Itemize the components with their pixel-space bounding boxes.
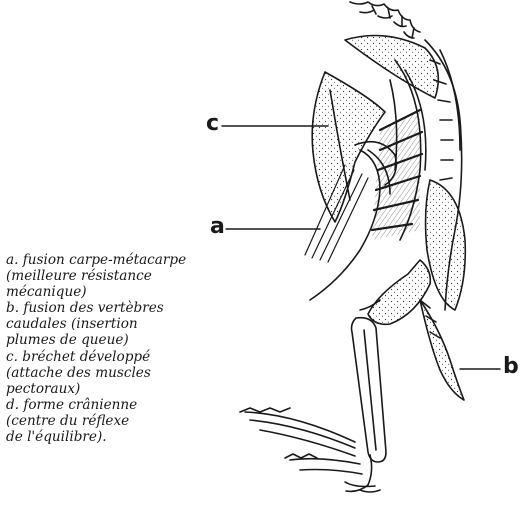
tail-pygostyle xyxy=(420,300,464,400)
legend-line: c. bréchet développé xyxy=(6,349,256,365)
legend-line: b. fusion des vertèbres xyxy=(6,300,256,316)
foot xyxy=(240,408,380,492)
legend-line: (attache des muscles xyxy=(6,365,256,381)
legend-line: de l'équilibre). xyxy=(6,429,256,445)
legend-line: plumes de queue) xyxy=(6,332,256,348)
keel-brechet xyxy=(312,72,385,222)
legend-line: (meilleure résistance xyxy=(6,268,256,284)
callout-label-c: c xyxy=(206,113,219,135)
legend-line: (centre du réflexe xyxy=(6,413,256,429)
legend-line: mécanique) xyxy=(6,284,256,300)
legend-line: pectoraux) xyxy=(6,381,256,397)
callout-label-a: a xyxy=(210,216,225,238)
callout-label-b: b xyxy=(503,356,519,378)
legend-text: a. fusion carpe-métacarpe (meilleure rés… xyxy=(6,252,256,445)
femur xyxy=(360,260,430,324)
legend-line: a. fusion carpe-métacarpe xyxy=(6,252,256,268)
neck-vertebrae xyxy=(350,2,420,38)
legend-line: d. forme crânienne xyxy=(6,397,256,413)
tibiotarsus xyxy=(352,318,387,462)
legend-line: caudales (insertion xyxy=(6,316,256,332)
